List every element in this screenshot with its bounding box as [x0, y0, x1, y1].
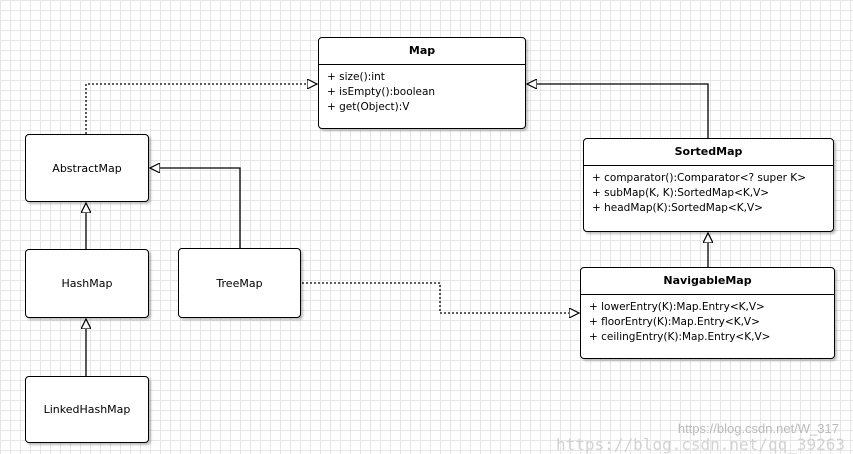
edge-treemap-extends-abstractmap [150, 168, 241, 248]
map-class-title: Map [319, 38, 525, 65]
map-class-box[interactable]: Map + size():int + isEmpty():boolean + g… [318, 37, 526, 129]
linkedhashmap-class-box[interactable]: LinkedHashMap [25, 376, 149, 443]
navigablemap-class-title: NavigableMap [581, 268, 834, 295]
edge-abstractmap-implements-map [85, 84, 317, 134]
edge-treemap-implements-navigablemap [302, 282, 579, 313]
navigablemap-class-box[interactable]: NavigableMap + lowerEntry(K):Map.Entry<K… [580, 267, 835, 359]
edge-sortedmap-extends-map [527, 84, 709, 138]
hashmap-class-box[interactable]: HashMap [25, 249, 149, 318]
map-class-members: + size():int + isEmpty():boolean + get(O… [319, 65, 525, 120]
member: + floorEntry(K):Map.Entry<K,V> [589, 316, 760, 328]
member: + get(Object):V [327, 101, 410, 113]
member: + subMap(K, K):SortedMap<K,V> [592, 187, 770, 199]
watermark-text: https://blog.csdn.net/W_317 [677, 421, 839, 436]
member: + comparator():Comparator<? super K> [592, 172, 806, 184]
member: + size():int [327, 71, 385, 83]
member: + lowerEntry(K):Map.Entry<K,V> [589, 301, 765, 313]
member: + ceilingEntry(K):Map.Entry<K,V> [589, 331, 771, 343]
sortedmap-class-members: + comparator():Comparator<? super K> + s… [584, 166, 833, 221]
sortedmap-class-box[interactable]: SortedMap + comparator():Comparator<? su… [583, 138, 834, 232]
member: + isEmpty():boolean [327, 86, 436, 98]
linkedhashmap-class-title: LinkedHashMap [43, 403, 131, 416]
treemap-class-title: TreeMap [216, 276, 263, 290]
sortedmap-class-title: SortedMap [584, 139, 833, 166]
member: + headMap(K):SortedMap<K,V> [592, 202, 763, 214]
navigablemap-class-members: + lowerEntry(K):Map.Entry<K,V> + floorEn… [581, 295, 834, 350]
abstractmap-class-box[interactable]: AbstractMap [25, 134, 149, 202]
hashmap-class-title: HashMap [61, 277, 113, 290]
abstractmap-class-title: AbstractMap [52, 161, 122, 175]
watermark-secondary-text: https://blog.csdn.net/qq_39263 [556, 435, 845, 454]
treemap-class-box[interactable]: TreeMap [178, 248, 301, 318]
